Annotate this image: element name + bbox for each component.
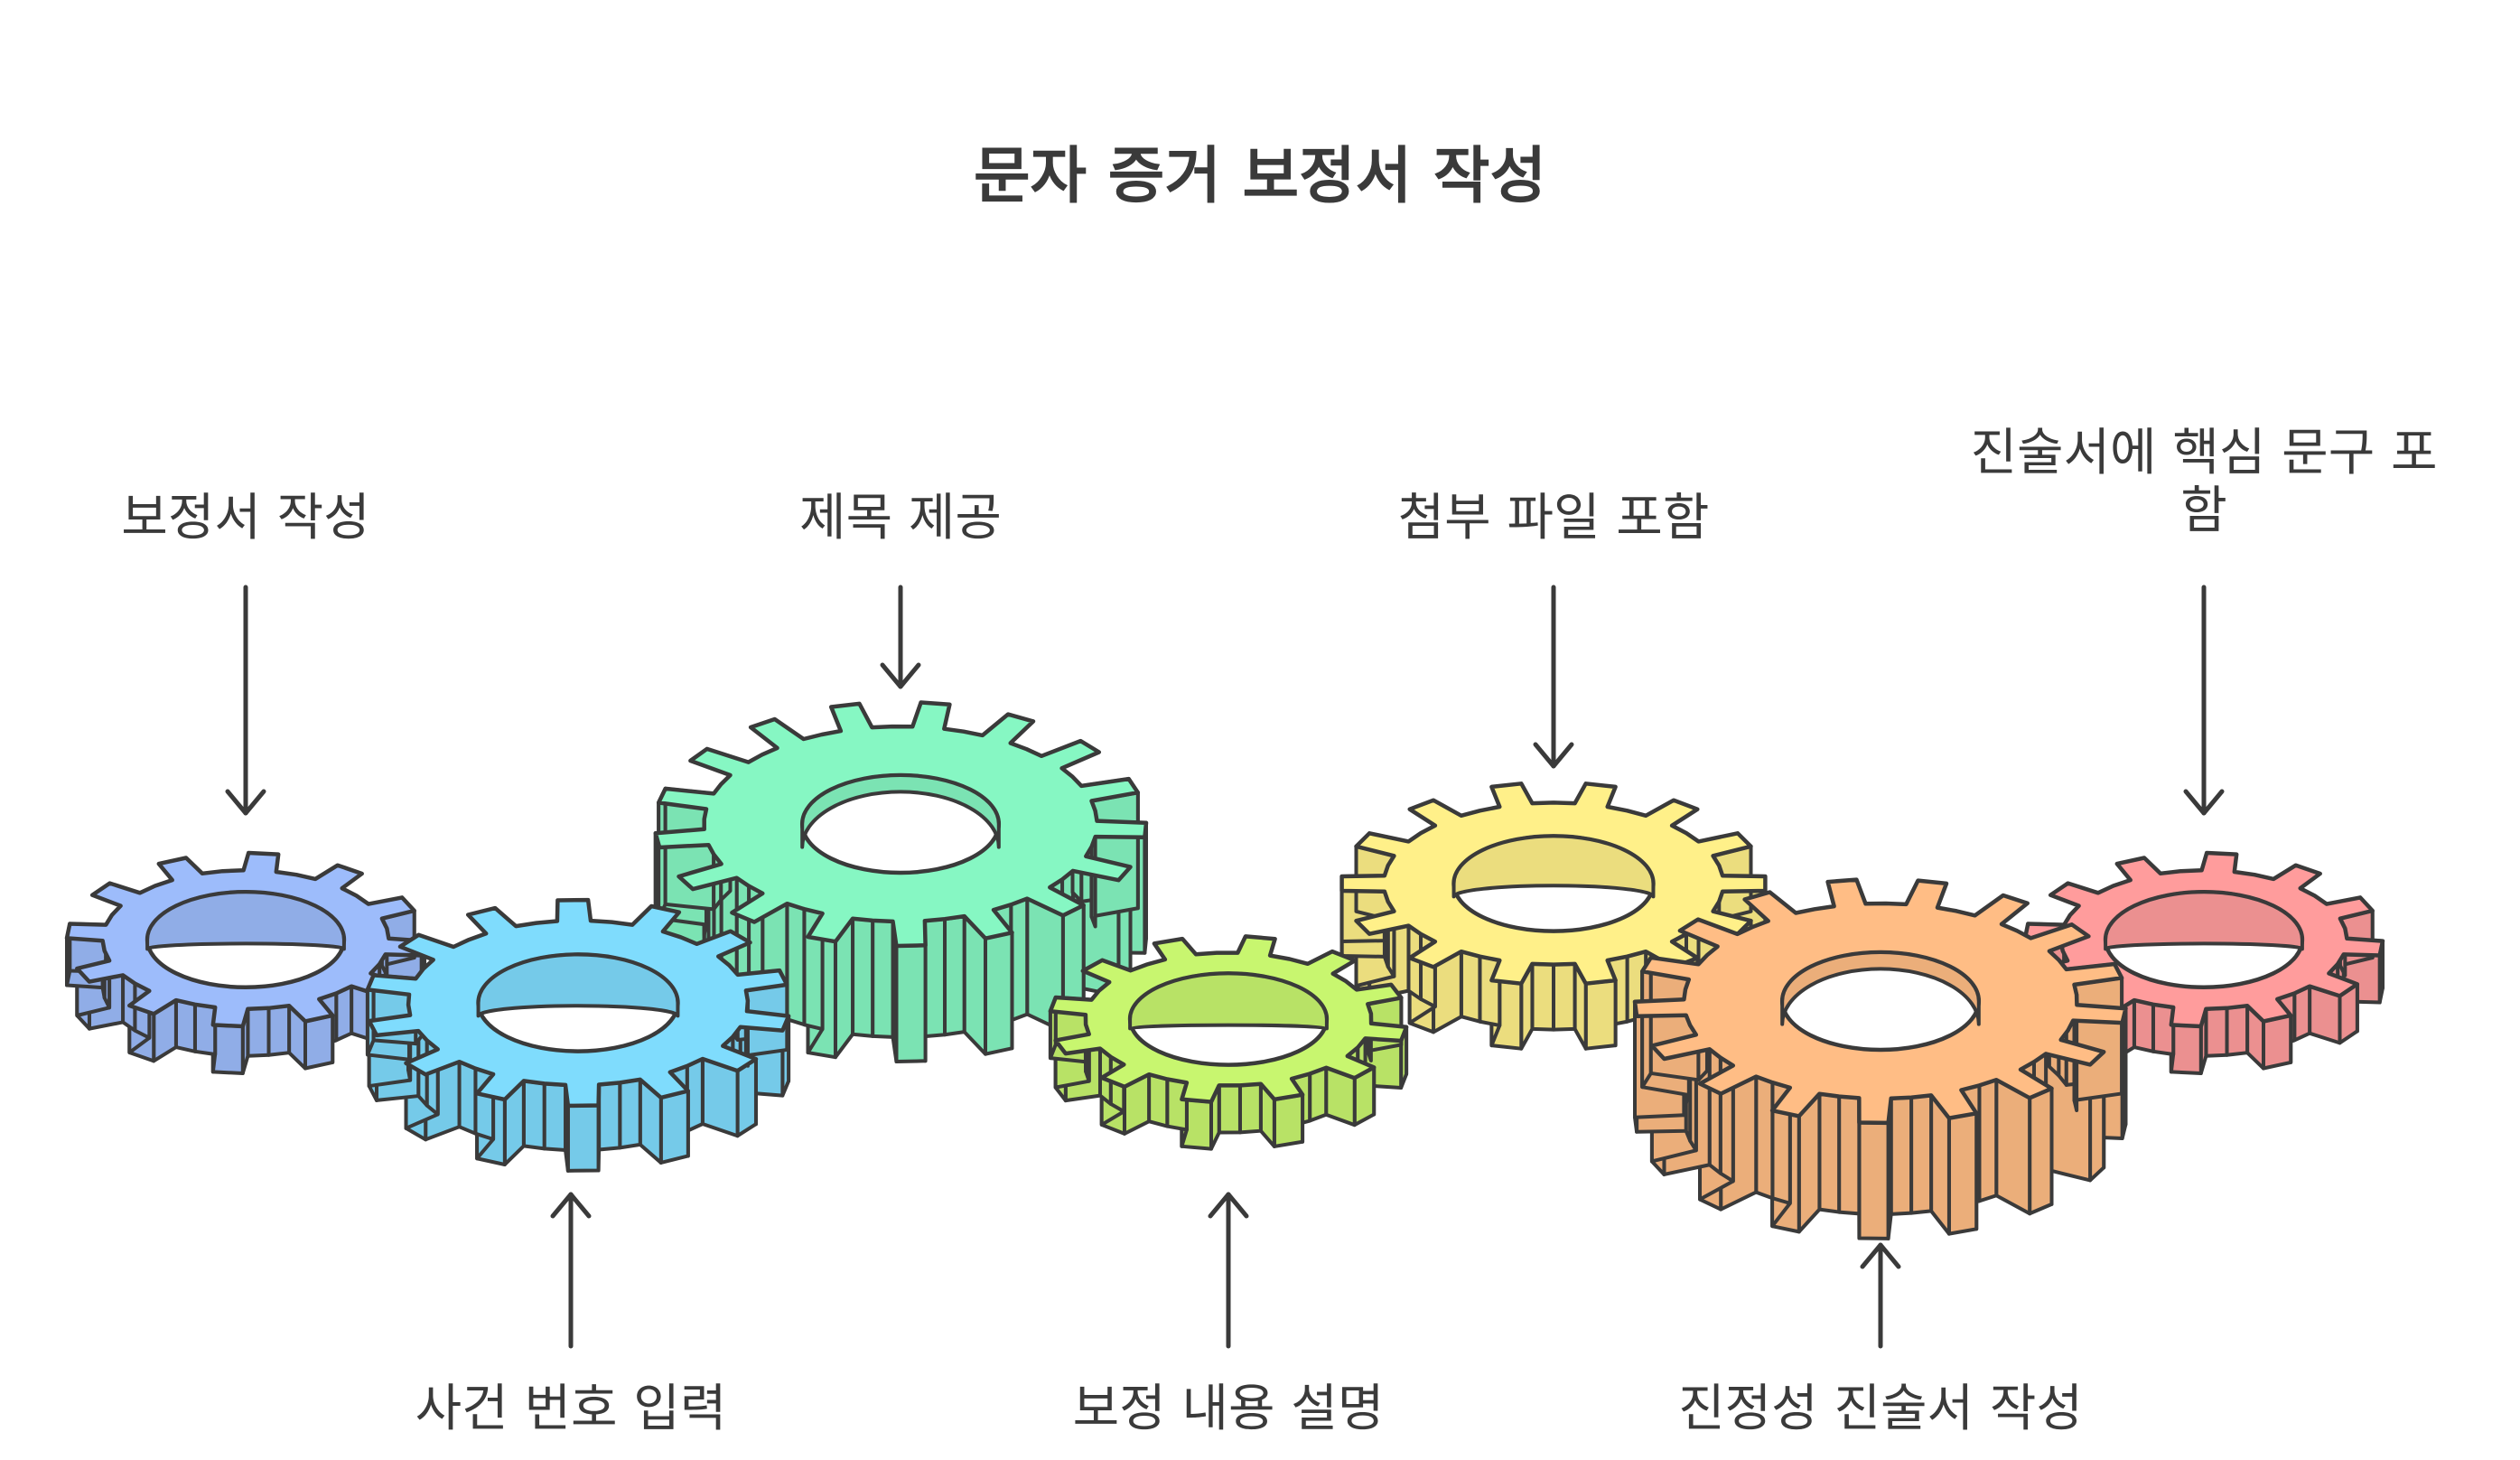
arrow-1 <box>225 585 266 816</box>
gear-2-hole-wall <box>476 952 680 1018</box>
gear-1-side <box>246 1006 271 1058</box>
arrow-4 <box>1208 1192 1249 1349</box>
step-label-6: 진정성 진술서 작성 <box>1678 1380 2083 1438</box>
gear-3-side <box>922 917 947 1039</box>
gear-7-side <box>2204 1006 2229 1058</box>
gear-1 <box>64 850 427 1075</box>
gear-1-side <box>173 998 197 1053</box>
gear-1-hole-wall <box>145 890 346 951</box>
arrow-6 <box>1860 1242 1901 1349</box>
gear-5-side <box>1459 950 1482 1024</box>
gear-6-hole-wall <box>1780 950 1981 1026</box>
gear-4-side <box>1147 1072 1170 1128</box>
gear-2-side <box>542 1081 568 1152</box>
gear-6-side <box>1754 1074 1775 1201</box>
arrow-3 <box>880 585 921 689</box>
gear-7-side <box>2132 998 2155 1053</box>
step-label-5-line-1: 첨부 파일 포함 <box>1398 489 1710 548</box>
gear-1-side <box>192 1002 218 1057</box>
gear-5-side <box>1552 961 1577 1032</box>
diagram-title: 문자 증거 보정서 작성 <box>974 141 1546 212</box>
gear-6 <box>1632 877 2128 1240</box>
gear-6-side <box>1837 1094 1862 1216</box>
gear-6-side <box>1909 1093 1934 1215</box>
gear-4-side <box>1217 1083 1242 1135</box>
step-label-4: 보정 내용 설명 <box>1073 1380 1385 1438</box>
gear-6-side <box>1977 1078 1999 1203</box>
gear-6-side <box>1817 1091 1842 1214</box>
gear-2-side <box>597 1081 622 1152</box>
gear-7-side <box>2225 1004 2250 1057</box>
arrow-7 <box>2183 585 2225 816</box>
step-label-5: 첨부 파일 포함 <box>1398 489 1710 548</box>
gear-6-side <box>2072 976 2124 1102</box>
gear-2-side <box>618 1077 642 1150</box>
gear-2-side <box>457 1060 478 1136</box>
gear-5-side <box>1583 978 1618 1051</box>
gear-2 <box>365 897 791 1173</box>
gear-7-side <box>2151 1002 2176 1057</box>
gear-2-side <box>565 1103 601 1173</box>
step-label-3-line-1: 제목 제공 <box>799 489 1002 548</box>
gear-6-side <box>1889 1095 1914 1216</box>
gear-3-side <box>943 914 966 1037</box>
step-label-1: 보정서 작성 <box>121 489 369 548</box>
gear-2-side <box>521 1079 546 1151</box>
step-label-2-line-1: 사건 번호 입력 <box>415 1380 727 1438</box>
gear-3-side <box>984 931 1014 1056</box>
gear-3-hole-wall <box>800 773 1001 849</box>
gear-2-side <box>658 1089 690 1165</box>
gear-4-side <box>1308 1065 1329 1123</box>
arrows-layer <box>225 585 2225 1349</box>
gear-1-side <box>266 1004 292 1057</box>
gear-3-side <box>894 943 928 1063</box>
gear-7-side <box>2262 1013 2293 1071</box>
gear-5-hole-wall <box>1451 834 1656 899</box>
step-label-7-line-2: 함 <box>2180 482 2227 540</box>
arrow-2 <box>550 1192 592 1349</box>
gear-5-side <box>1530 961 1555 1032</box>
gear-6-side <box>1994 1078 2032 1216</box>
gears-layer <box>64 700 2385 1240</box>
gear-3-side <box>1089 791 1140 919</box>
step-label-7-line-1: 진술서에 핵심 문구 포 <box>1970 424 2437 482</box>
gear-3-side <box>871 918 895 1039</box>
gear-1-side <box>210 1023 245 1075</box>
gear-7-side <box>2169 1023 2203 1075</box>
gear-7-hole-wall <box>2104 890 2304 951</box>
gear-6-side <box>1946 1111 1979 1236</box>
gear-4 <box>1048 934 1409 1151</box>
gear-3-side <box>785 902 807 1027</box>
gear-1-side <box>303 1013 335 1071</box>
step-label-1-line-1: 보정서 작성 <box>121 489 369 548</box>
gear-3-side <box>851 916 875 1038</box>
gear-6-side <box>2028 1086 2054 1216</box>
step-label-6-line-1: 진정성 진술서 작성 <box>1678 1380 2083 1438</box>
step-label-3: 제목 제공 <box>799 489 1002 548</box>
gear-6-side <box>1857 1120 1890 1240</box>
step-label-4-line-1: 보정 내용 설명 <box>1073 1380 1385 1438</box>
arrow-5 <box>1533 585 1574 769</box>
step-label-2: 사건 번호 입력 <box>415 1380 727 1438</box>
gear-4-hole-wall <box>1128 971 1329 1031</box>
gear-4-side <box>1272 1092 1305 1148</box>
gear-4-side <box>1237 1081 1263 1135</box>
